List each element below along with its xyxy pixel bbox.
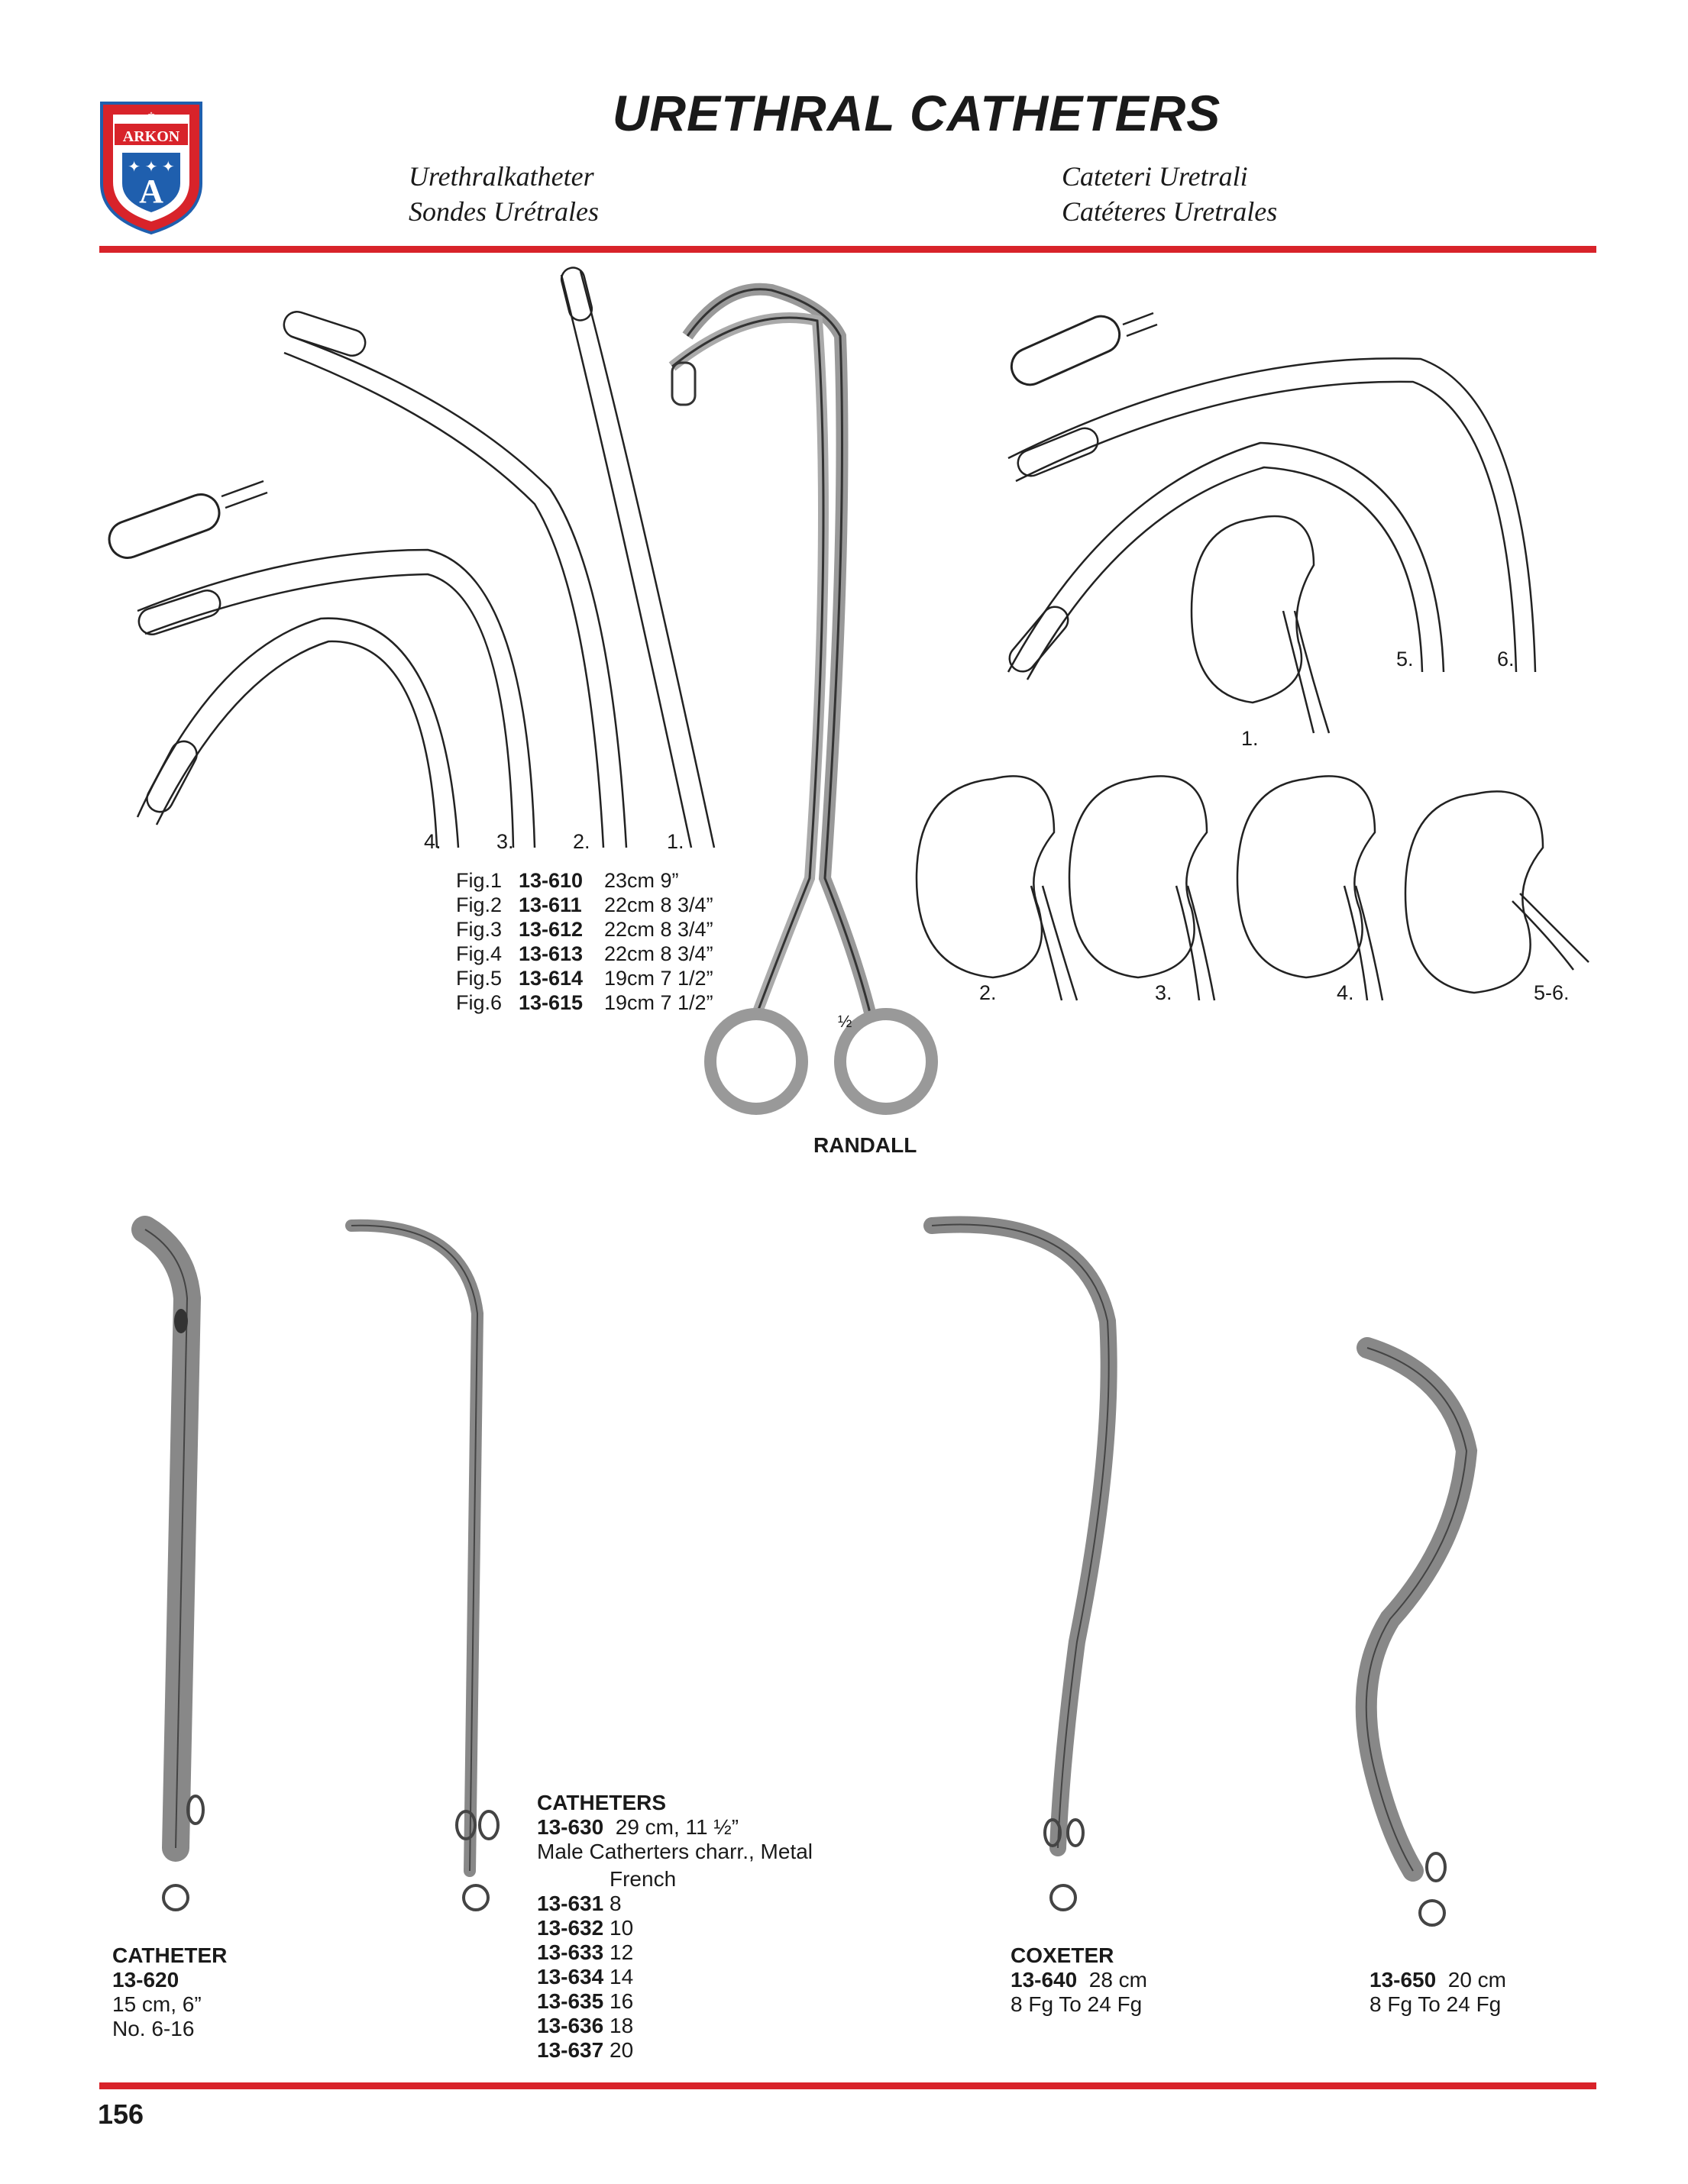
randall-forceps-illustration (668, 283, 938, 1115)
kidney-label-2: 2. (979, 981, 997, 1004)
fig-label-5: 5. (1396, 648, 1414, 670)
footer-rule (99, 2082, 1596, 2089)
subtitle-it: Cateteri Uretrali (1062, 161, 1248, 192)
logo-letter: A (139, 173, 163, 210)
catheter-13-630-illustration (345, 1219, 500, 1911)
fig-label-3: 3. (496, 830, 514, 853)
fig-label-4: 4. (424, 830, 441, 853)
catheter-13-650-info: 13-650 20 cm 8 Fg To 24 Fg (1369, 1968, 1506, 2016)
curved-catheters-illustration (108, 267, 1537, 848)
catheter-13-650-illustration (1355, 1337, 1478, 1927)
subtitle-fr: Sondes Urétrales (409, 196, 599, 227)
coxeter-13-640-info: COXETER 13-640 28 cm 8 Fg To 24 Fg (1011, 1943, 1147, 2016)
scale-label: ½ (838, 1012, 852, 1031)
svg-text:♔: ♔ (147, 110, 157, 122)
kidney-label-4: 4. (1337, 981, 1354, 1004)
subtitle-es: Catéteres Uretrales (1062, 196, 1278, 227)
kidney-illustrations (915, 515, 1589, 1001)
subtitle-de: Urethralkatheter (409, 161, 594, 192)
randall-label: RANDALL (813, 1133, 917, 1157)
kidney-label-3: 3. (1155, 981, 1172, 1004)
page-number: 156 (98, 2098, 144, 2130)
fig-label-1: 1. (667, 830, 684, 853)
arkon-logo: ARKON A ✦ ✦ ✦ ♔ (100, 102, 202, 235)
catheter-13-640-illustration (923, 1216, 1117, 1911)
svg-text:✦ ✦ ✦: ✦ ✦ ✦ (128, 159, 174, 176)
kidney-label-5-6: 5-6. (1534, 981, 1570, 1004)
fig-label-6: 6. (1497, 648, 1515, 670)
logo-name: ARKON (123, 128, 180, 145)
fig-label-2: 2. (573, 830, 590, 853)
catheters-13-630-info: CATHETERS 13-630 29 cm, 11 ½” Male Cathe… (537, 1791, 813, 2062)
catheter-13-620-info: CATHETER 13-620 15 cm, 6” No. 6-16 (112, 1943, 228, 2040)
kidney-label-1: 1. (1241, 727, 1259, 750)
page-title: URETHRAL CATHETERS (612, 85, 1221, 141)
header-rule (99, 246, 1596, 253)
catheter-13-620-illustration (131, 1216, 205, 1911)
